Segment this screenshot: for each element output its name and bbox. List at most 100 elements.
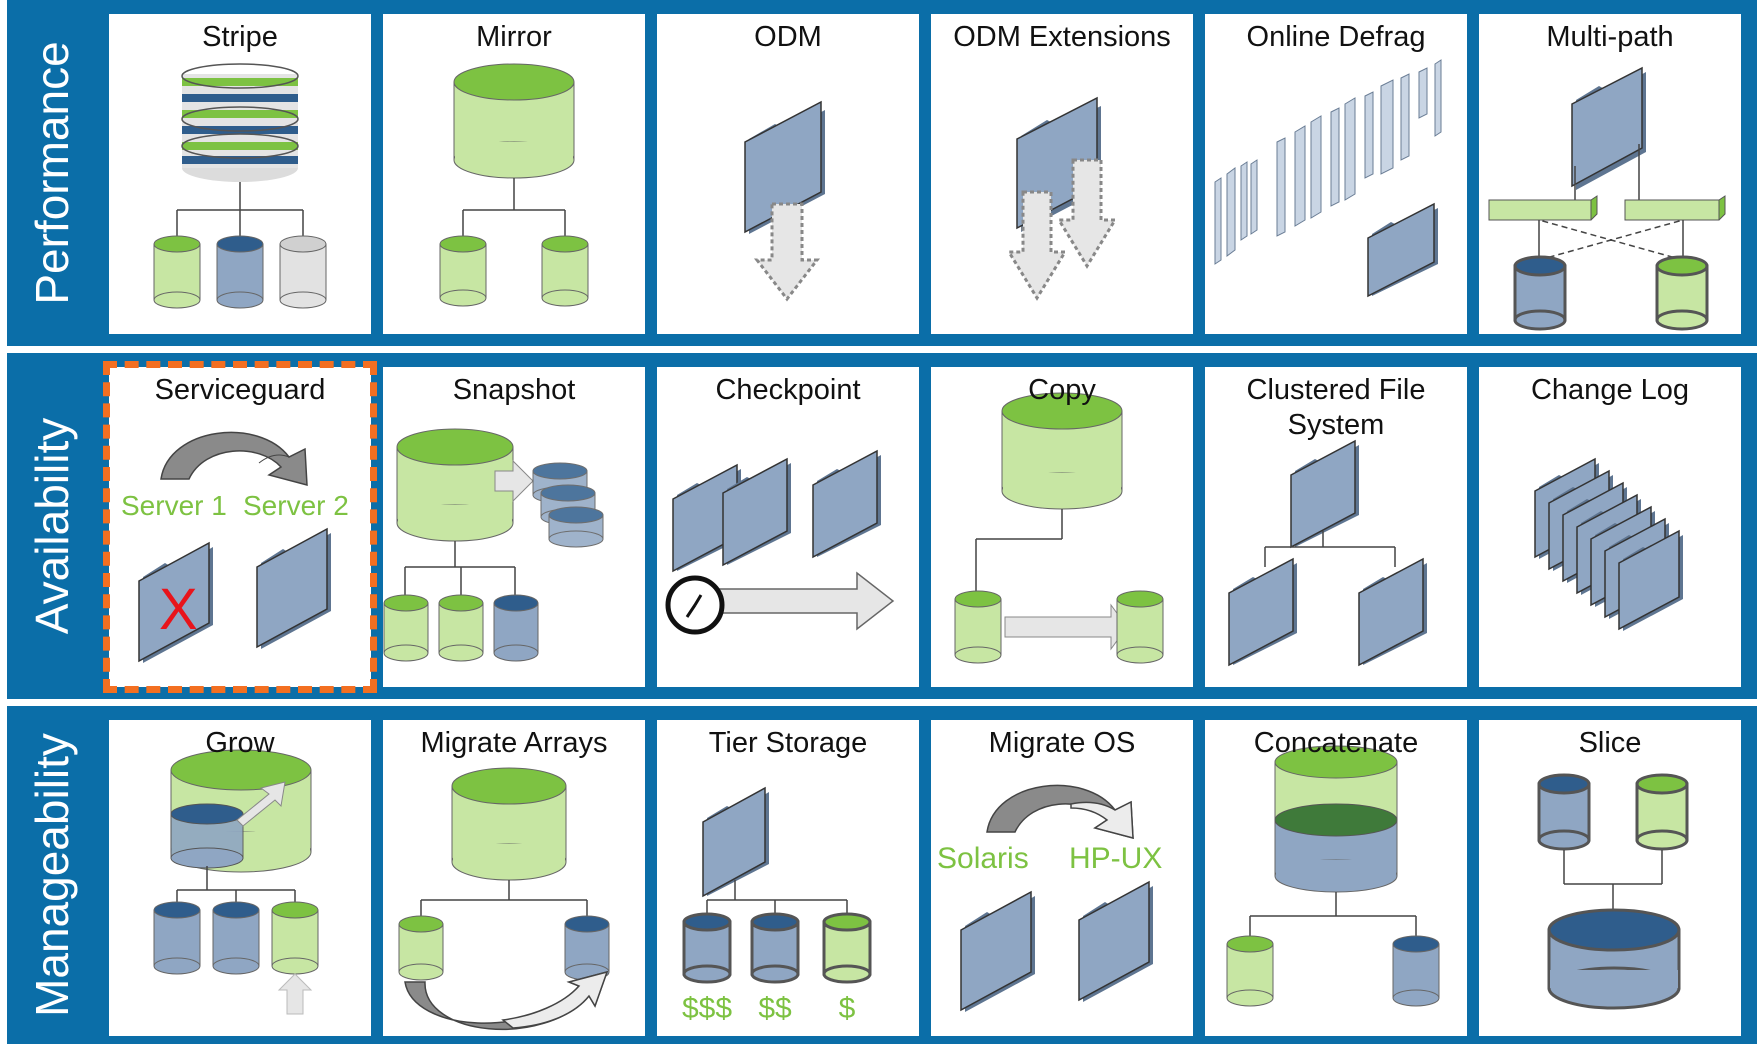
concatenated-volume-icon bbox=[1274, 745, 1398, 893]
concatenate-diagram-icon bbox=[1226, 745, 1440, 1007]
odm-diagram-icon bbox=[744, 100, 825, 302]
volume-icon bbox=[451, 767, 567, 881]
disk-blue-icon bbox=[1537, 773, 1591, 851]
row-label-availability: Availability bbox=[26, 417, 78, 635]
disk-green-icon bbox=[1226, 935, 1274, 1007]
disk-green-icon bbox=[1635, 773, 1689, 851]
tile-grow[interactable]: Grow bbox=[109, 720, 371, 1036]
tile-snapshot[interactable]: Snapshot bbox=[383, 367, 645, 687]
fragment-strips-icon bbox=[1214, 59, 1442, 265]
disk-blue-icon bbox=[750, 912, 800, 984]
tile-title: Change Log bbox=[1530, 374, 1690, 406]
disk-green-icon bbox=[1655, 255, 1709, 331]
folder-icon bbox=[1078, 880, 1153, 1002]
tier-storage-diagram-icon: $$$ $$ $ bbox=[682, 786, 872, 1025]
failed-x-mark: X bbox=[159, 577, 198, 642]
arrow-down-icon bbox=[1056, 158, 1118, 269]
tile-checkpoint[interactable]: Checkpoint bbox=[657, 367, 919, 687]
tile-odm-extensions[interactable]: ODM Extensions bbox=[931, 14, 1193, 334]
tile-title: Stripe bbox=[202, 21, 278, 53]
disk-blue-icon bbox=[564, 915, 610, 981]
row-label-performance: Performance bbox=[26, 41, 78, 305]
cost-label-high: $$$ bbox=[682, 992, 732, 1025]
tile-title: Online Defrag bbox=[1246, 21, 1426, 53]
folder-icon bbox=[744, 100, 825, 234]
tile-migrate-arrays[interactable]: Migrate Arrays bbox=[383, 720, 645, 1036]
tile-multi-path[interactable]: Multi-path bbox=[1479, 14, 1741, 334]
tile-stripe[interactable]: Stripe bbox=[109, 14, 371, 334]
tile-title: ODM bbox=[754, 21, 822, 53]
disk-green-icon bbox=[954, 590, 1002, 664]
tile-title: Snapshot bbox=[452, 374, 576, 406]
arrow-right-icon bbox=[494, 459, 534, 503]
disk-blue-icon bbox=[682, 912, 732, 984]
large-disk-blue-icon bbox=[1547, 908, 1681, 1010]
multi-path-diagram-icon bbox=[1488, 66, 1726, 331]
disk-green-icon bbox=[1116, 590, 1164, 664]
disk-green-icon bbox=[153, 235, 201, 309]
tile-serviceguard[interactable]: Server 1 Server 2 X Serviceguard bbox=[109, 367, 371, 687]
striped-volume-icon bbox=[181, 63, 299, 182]
tile-title: Checkpoint bbox=[715, 374, 861, 406]
disk-gray-icon bbox=[279, 235, 327, 309]
folder-icon bbox=[1367, 202, 1438, 298]
stacked-folders-icon bbox=[1534, 457, 1683, 631]
tile-title: Multi-path bbox=[1546, 21, 1674, 53]
timeline-arrow-icon bbox=[696, 571, 895, 631]
arrow-down-icon bbox=[753, 202, 821, 302]
migrate-os-diagram-icon: Solaris HP-UX bbox=[937, 784, 1162, 1012]
arrow-up-icon bbox=[277, 973, 313, 1015]
slice-diagram-icon bbox=[1537, 773, 1689, 1010]
tile-title: Migrate OS bbox=[988, 727, 1136, 759]
volume-icon bbox=[453, 63, 575, 179]
tile-copy[interactable]: Copy bbox=[931, 367, 1193, 687]
copy-diagram-icon bbox=[954, 392, 1164, 664]
switch-icon bbox=[1624, 195, 1726, 221]
disk-blue-icon bbox=[212, 901, 260, 975]
tile-title: Serviceguard bbox=[154, 374, 326, 406]
tile-odm[interactable]: ODM bbox=[657, 14, 919, 334]
mirror-diagram-icon bbox=[439, 63, 589, 307]
change-log-diagram-icon bbox=[1534, 457, 1683, 631]
stripe-diagram-icon bbox=[153, 63, 327, 309]
server-1-label: Server 1 bbox=[121, 490, 227, 521]
disk-green-icon bbox=[541, 235, 589, 307]
switch-icon bbox=[1488, 195, 1598, 221]
folder-icon bbox=[1571, 66, 1646, 190]
tile-title: Grow bbox=[205, 727, 275, 759]
disk-blue-icon bbox=[153, 901, 201, 975]
failover-arrow-icon bbox=[160, 431, 308, 486]
server-2-label: Server 2 bbox=[243, 490, 349, 521]
tile-online-defrag[interactable]: Online Defrag bbox=[1205, 14, 1467, 334]
folder-failed-icon bbox=[138, 541, 213, 663]
row-label-manageability: Manageability bbox=[26, 733, 78, 1017]
clock-icon bbox=[665, 575, 725, 635]
tile-slice[interactable]: Slice bbox=[1479, 720, 1741, 1036]
tile-concatenate[interactable]: Concatenate bbox=[1205, 720, 1467, 1036]
folder-icon bbox=[722, 457, 791, 567]
disk-green-icon bbox=[439, 235, 487, 307]
volume-icon bbox=[1001, 392, 1123, 510]
migrate-arrays-diagram-icon bbox=[398, 767, 610, 1031]
folder-icon bbox=[1228, 557, 1297, 667]
arrow-right-icon bbox=[1004, 603, 1128, 651]
tile-mirror[interactable]: Mirror bbox=[383, 14, 645, 334]
highlight-frame bbox=[103, 361, 377, 693]
disk-green-icon bbox=[398, 915, 444, 981]
folder-icon bbox=[812, 449, 881, 559]
odm-extensions-diagram-icon bbox=[1006, 96, 1118, 301]
disk-green-icon bbox=[438, 594, 484, 662]
tile-title: Clustered File System bbox=[1246, 374, 1426, 441]
disk-green-icon bbox=[383, 594, 429, 662]
tile-migrate-os[interactable]: Solaris HP-UX Migrate OS bbox=[931, 720, 1193, 1036]
source-os-label: Solaris bbox=[937, 842, 1029, 875]
folder-icon bbox=[256, 527, 331, 649]
checkpoint-diagram-icon bbox=[665, 449, 895, 635]
disk-green-icon bbox=[271, 901, 319, 975]
disk-blue-icon bbox=[1513, 255, 1567, 331]
target-os-label: HP-UX bbox=[1069, 842, 1162, 875]
tile-tier-storage[interactable]: $$$ $$ $ Tier Storage bbox=[657, 720, 919, 1036]
tile-clustered-file-system[interactable]: Clustered File System bbox=[1205, 367, 1467, 687]
tile-change-log[interactable]: Change Log bbox=[1479, 367, 1741, 687]
tile-title: Concatenate bbox=[1253, 727, 1419, 759]
